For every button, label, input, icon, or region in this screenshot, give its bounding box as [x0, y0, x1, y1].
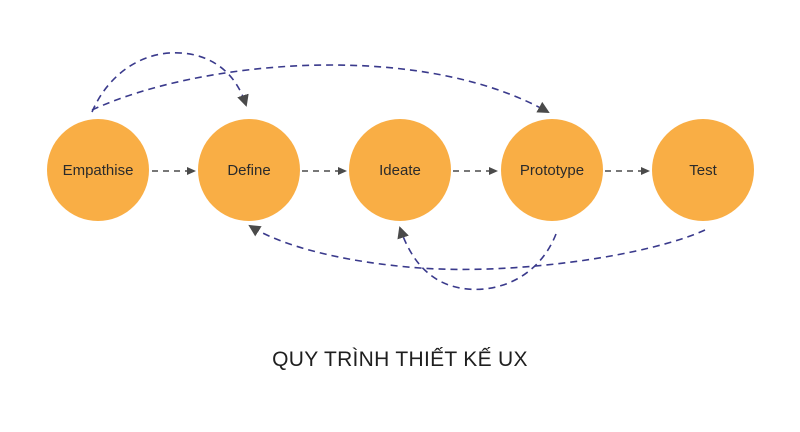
stage-label-empathise: Empathise [63, 162, 134, 179]
loop-empathise-to-prototype [91, 64, 550, 113]
loop-empathise-to-define [91, 52, 249, 113]
stage-label-ideate: Ideate [379, 162, 421, 179]
stage-label-test: Test [689, 162, 717, 179]
stage-prototype: Prototype [501, 119, 603, 221]
diagram-title: QUY TRÌNH THIẾT KẾ UX [272, 348, 528, 371]
stage-label-prototype: Prototype [520, 162, 584, 179]
stage-define: Define [198, 119, 300, 221]
stage-ideate: Ideate [349, 119, 451, 221]
loop-prototype-to-ideate [397, 226, 557, 291]
stage-label-define: Define [227, 162, 270, 179]
loop-test-to-define [248, 224, 706, 271]
stage-empathise: Empathise [47, 119, 149, 221]
stage-test: Test [652, 119, 754, 221]
